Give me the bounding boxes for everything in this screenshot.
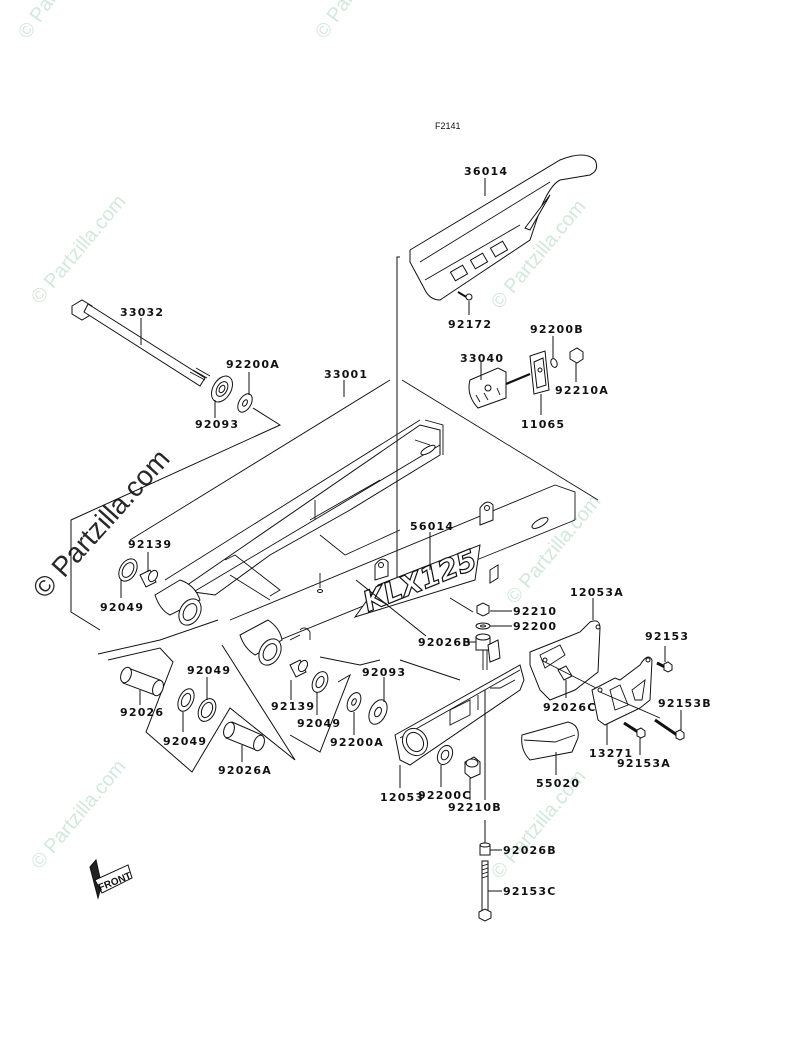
label-92026A[interactable]: 92026A xyxy=(218,764,272,777)
label-36014[interactable]: 36014 xyxy=(464,165,508,178)
part-washer-92200[interactable] xyxy=(475,622,491,630)
label-92139-left[interactable]: 92139 xyxy=(128,538,172,551)
part-screw-92172[interactable] xyxy=(457,291,473,301)
label-92049-b[interactable]: 92049 xyxy=(187,664,231,677)
part-washer-92200A[interactable] xyxy=(235,391,255,414)
part-bolt-92153B[interactable] xyxy=(654,718,685,741)
watermarks: © Partzilla.com © Partzilla.com © Partzi… xyxy=(14,0,605,883)
label-12053A[interactable]: 12053A xyxy=(570,586,624,599)
part-nut-92210[interactable] xyxy=(476,602,490,617)
label-33032[interactable]: 33032 xyxy=(120,306,164,319)
label-92093-top[interactable]: 92093 xyxy=(195,418,239,431)
label-12053[interactable]: 12053 xyxy=(380,791,424,804)
label-92049-left[interactable]: 92049 xyxy=(100,601,144,614)
part-nut-92210A[interactable] xyxy=(569,347,584,364)
label-92172[interactable]: 92172 xyxy=(448,318,492,331)
watermark: © Partzilla.com xyxy=(14,0,109,43)
label-92093-mid[interactable]: 92093 xyxy=(362,666,406,679)
part-pivot-shaft[interactable] xyxy=(71,299,211,387)
part-nut-92210B[interactable] xyxy=(464,756,481,779)
label-92026B-low[interactable]: 92026B xyxy=(503,844,557,857)
part-bolt-92153[interactable] xyxy=(656,661,673,673)
label-92026[interactable]: 92026 xyxy=(120,706,164,719)
part-bolt-92153C[interactable] xyxy=(478,860,492,922)
part-oil-seal-92049-mid[interactable] xyxy=(309,669,331,695)
watermark: © Partzilla.com xyxy=(311,0,406,43)
label-92200A-top[interactable]: 92200A xyxy=(226,358,280,371)
figure-code: F2141 xyxy=(435,121,461,131)
part-washer-92200C[interactable] xyxy=(434,743,455,767)
label-92026C[interactable]: 92026C xyxy=(543,701,597,714)
label-56014[interactable]: 56014 xyxy=(410,520,454,533)
part-plate-13271[interactable] xyxy=(591,656,661,726)
part-spacer-92026C[interactable] xyxy=(544,661,601,691)
label-92049-mid[interactable]: 92049 xyxy=(297,717,341,730)
label-92153B[interactable]: 92153B xyxy=(658,697,712,710)
decal-text: KLX125 xyxy=(358,543,481,618)
part-oil-seal-92049-left[interactable] xyxy=(115,556,141,585)
label-92153C[interactable]: 92153C xyxy=(503,885,557,898)
part-bracket-12053A[interactable] xyxy=(529,620,601,701)
label-92026B-mid[interactable]: 92026B xyxy=(418,636,472,649)
part-bolt-92153A[interactable] xyxy=(623,721,646,739)
part-chain-guard[interactable] xyxy=(409,154,598,301)
part-seal-92093[interactable] xyxy=(207,372,237,405)
part-spacer-92026B-mid[interactable] xyxy=(475,633,491,670)
watermark: © Partzilla.com xyxy=(27,191,130,308)
part-collar-92139-left[interactable] xyxy=(139,569,159,588)
label-55020[interactable]: 55020 xyxy=(536,777,580,790)
label-92200A-mid[interactable]: 92200A xyxy=(330,736,384,749)
part-spacer-92026B-low[interactable] xyxy=(479,842,491,856)
label-92210B[interactable]: 92210B xyxy=(448,801,502,814)
part-sleeve-92026A[interactable] xyxy=(222,721,267,752)
part-cap-11065[interactable] xyxy=(529,350,550,395)
label-11065[interactable]: 11065 xyxy=(521,418,565,431)
part-oil-seal-92049-a[interactable] xyxy=(175,686,198,714)
watermark: © Partzilla.com xyxy=(27,756,130,873)
part-washer-92200B[interactable] xyxy=(550,358,559,369)
part-seal-92093-mid[interactable] xyxy=(365,697,390,727)
label-92200B[interactable]: 92200B xyxy=(530,323,584,336)
label-92153A[interactable]: 92153A xyxy=(617,757,671,770)
label-13271[interactable]: 13271 xyxy=(589,747,633,760)
part-chain-adjuster[interactable] xyxy=(468,367,531,409)
part-washer-92200A-mid[interactable] xyxy=(344,690,363,713)
front-direction-arrow: FRONT xyxy=(89,858,133,900)
label-92200C[interactable]: 92200C xyxy=(418,789,472,802)
label-92210A[interactable]: 92210A xyxy=(555,384,609,397)
label-92139-mid[interactable]: 92139 xyxy=(271,700,315,713)
part-decal-klx125[interactable]: KLX125 xyxy=(353,542,482,619)
label-92049-a[interactable]: 92049 xyxy=(163,735,207,748)
label-33001[interactable]: 33001 xyxy=(324,368,368,381)
label-33040[interactable]: 33040 xyxy=(460,352,504,365)
part-chain-slipper[interactable] xyxy=(394,639,525,766)
label-92200[interactable]: 92200 xyxy=(513,620,557,633)
label-92153[interactable]: 92153 xyxy=(645,630,689,643)
part-sleeve-92026[interactable] xyxy=(119,666,166,697)
part-collar-92139-mid[interactable] xyxy=(289,659,309,678)
part-oil-seal-92049-b[interactable] xyxy=(195,696,220,725)
part-guard-55020[interactable] xyxy=(521,721,579,761)
label-92210[interactable]: 92210 xyxy=(513,605,557,618)
